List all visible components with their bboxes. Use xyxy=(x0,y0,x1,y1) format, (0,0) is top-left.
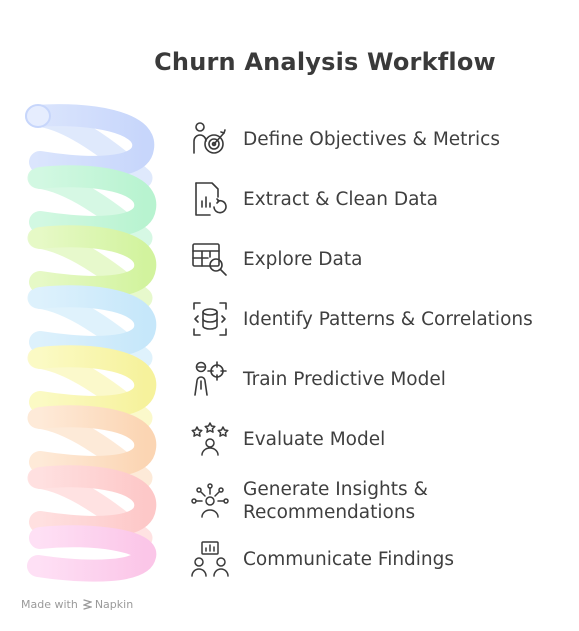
step-label: Explore Data xyxy=(243,248,363,270)
table-search-icon xyxy=(192,243,227,276)
made-with-text: Made with xyxy=(21,598,78,611)
person-ideas-icon xyxy=(191,483,229,518)
database-scan-icon xyxy=(193,302,227,336)
step-label: Communicate Findings xyxy=(243,548,455,570)
step-label: Evaluate Model xyxy=(243,428,386,450)
napkin-brand-text: Napkin xyxy=(94,598,134,611)
workflow-step-communicate-findings: Communicate Findings xyxy=(190,537,454,581)
step-label: Extract & Clean Data xyxy=(243,188,438,210)
step-label: Define Objectives & Metrics xyxy=(243,128,500,150)
workflow-step-explore-data: Explore Data xyxy=(190,237,362,281)
document-chart-refresh-icon xyxy=(195,182,227,216)
target-person-icon xyxy=(193,122,226,154)
workflow-step-train-model: Train Predictive Model xyxy=(190,357,446,401)
diagram-title: Churn Analysis Workflow xyxy=(154,48,496,76)
footer-credit: Made with Napkin xyxy=(21,598,133,611)
step-label-line-2: Recommendations xyxy=(243,502,416,523)
workflow-step-define-objectives: Define Objectives & Metrics xyxy=(190,117,500,161)
step-label: Train Predictive Model xyxy=(243,368,446,390)
stars-rating-icon xyxy=(191,422,229,456)
workflow-step-identify-patterns: Identify Patterns & Correlations xyxy=(190,297,533,341)
spiral-coil xyxy=(25,104,157,582)
workflow-step-evaluate-model: Evaluate Model xyxy=(190,417,385,461)
napkin-logo-icon xyxy=(82,599,92,610)
step-label: Identify Patterns & Correlations xyxy=(243,308,533,330)
step-label: Generate Insights & Recommendations xyxy=(243,478,428,524)
workflow-step-extract-clean: Extract & Clean Data xyxy=(190,177,438,221)
people-presentation-icon xyxy=(191,541,229,577)
step-label-line-1: Generate Insights & xyxy=(243,479,428,500)
person-target-icon xyxy=(194,361,227,396)
workflow-step-generate-insights: Generate Insights & Recommendations xyxy=(190,477,428,525)
